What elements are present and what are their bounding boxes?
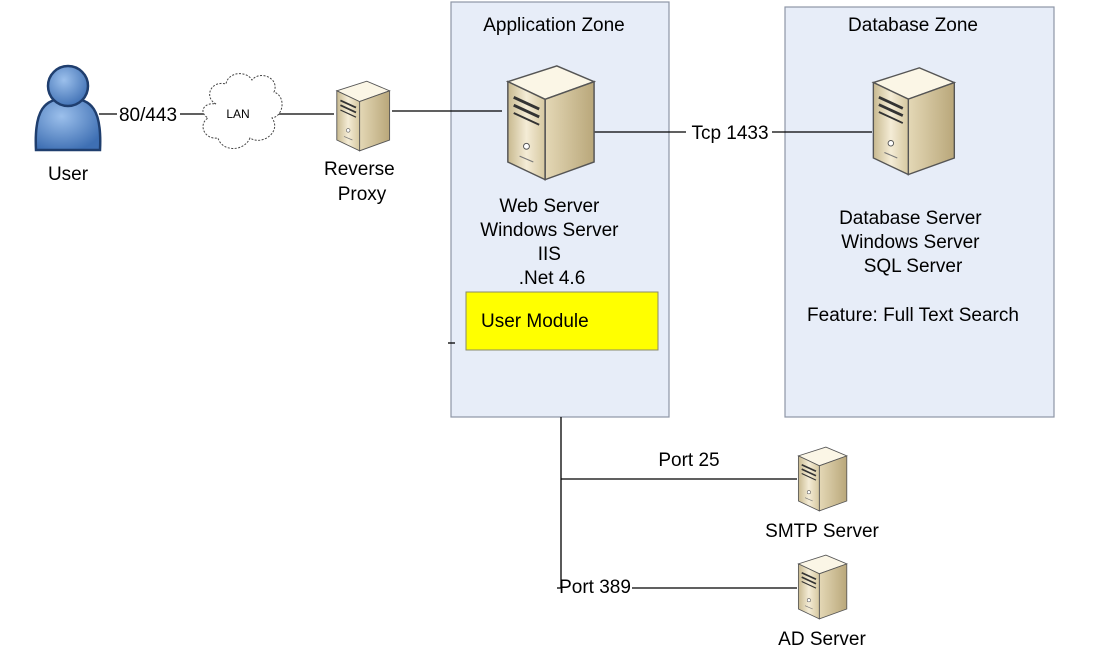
port-80-443-label: 80/443 <box>119 105 177 126</box>
user-module-box <box>465 291 659 351</box>
smtp-server-icon <box>797 446 848 512</box>
ad-server-label: AD Server <box>778 629 866 650</box>
user-module-label: User Module <box>481 311 589 332</box>
database-feature-label: Feature: Full Text Search <box>807 305 1019 326</box>
port-389-label: Port 389 <box>559 577 631 598</box>
user-label: User <box>48 164 89 185</box>
port-25-label: Port 25 <box>658 450 719 471</box>
lan-label: LAN <box>226 107 249 121</box>
database-server-label: Database Server Windows Server SQL Serve… <box>839 208 987 277</box>
reverse-proxy-server-icon <box>335 80 391 152</box>
smtp-server-label: SMTP Server <box>765 521 879 542</box>
ad-server-icon <box>797 554 848 620</box>
reverse-proxy-label: Reverse Proxy <box>324 159 400 205</box>
web-server-label: Web Server Windows Server IIS .Net 4.6 <box>480 196 624 289</box>
database-server-icon <box>871 66 956 176</box>
database-zone-title: Database Zone <box>848 15 978 36</box>
web-server-icon <box>506 64 596 182</box>
lan-cloud-icon <box>202 73 283 149</box>
user-icon <box>34 64 102 152</box>
tcp-1433-label: Tcp 1433 <box>691 123 768 144</box>
application-zone-title: Application Zone <box>483 15 625 36</box>
